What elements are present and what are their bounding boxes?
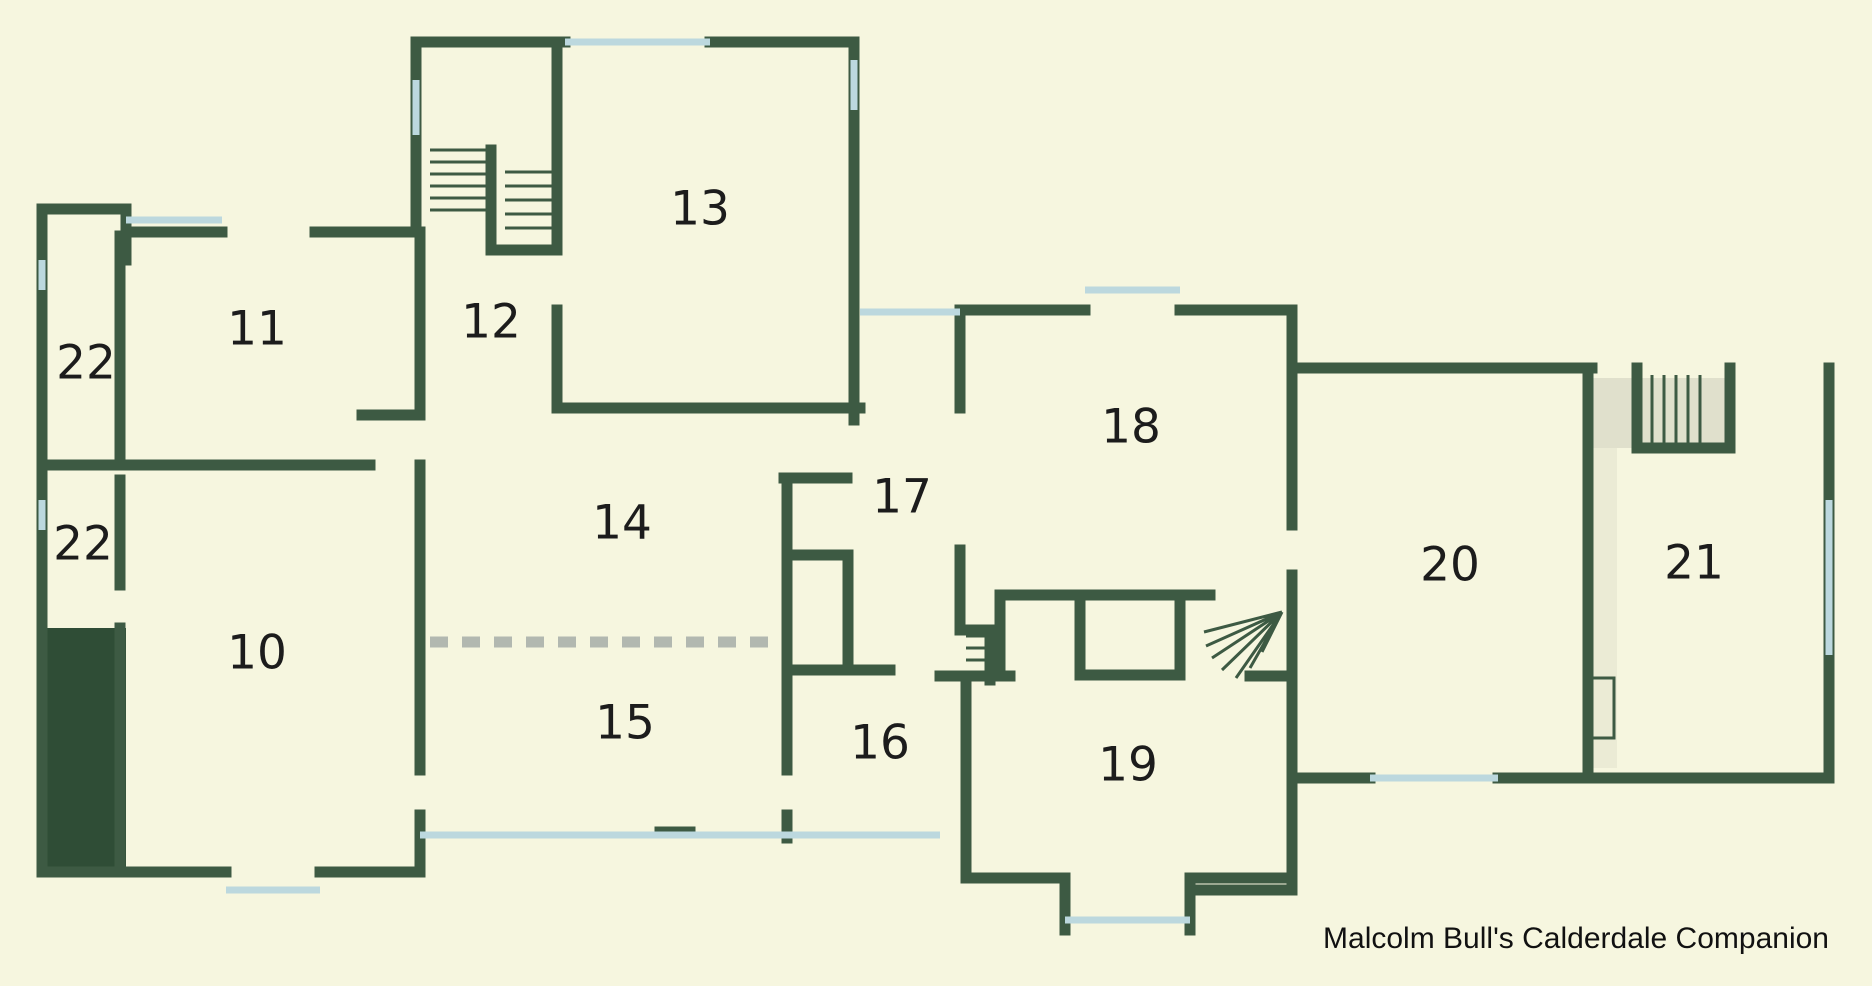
room-label-22-upper: 22 — [56, 336, 116, 391]
room-label-11: 11 — [227, 302, 287, 357]
room-label-14: 14 — [592, 496, 652, 551]
room-label-19: 19 — [1098, 738, 1158, 793]
room-label-13: 13 — [670, 182, 730, 237]
stairs — [430, 148, 1702, 740]
room-label-20: 20 — [1420, 538, 1480, 593]
credit-caption: Malcolm Bull's Calderdale Companion — [1323, 922, 1829, 955]
walls — [36, 36, 1835, 936]
room-label-12: 12 — [461, 295, 521, 350]
room-label-22-lower: 22 — [53, 517, 113, 572]
room-label-21: 21 — [1664, 536, 1724, 591]
room-label-18: 18 — [1101, 400, 1161, 455]
dark-room-block — [42, 628, 126, 872]
stair-shading — [1591, 378, 1729, 768]
room-labels: 10 11 12 13 14 15 16 17 18 19 20 21 22 2… — [53, 182, 1724, 793]
windows — [38, 38, 1833, 924]
room-label-16: 16 — [850, 716, 910, 771]
room-label-17: 17 — [872, 470, 932, 525]
room-label-15: 15 — [595, 696, 655, 751]
room-label-10: 10 — [227, 626, 287, 681]
